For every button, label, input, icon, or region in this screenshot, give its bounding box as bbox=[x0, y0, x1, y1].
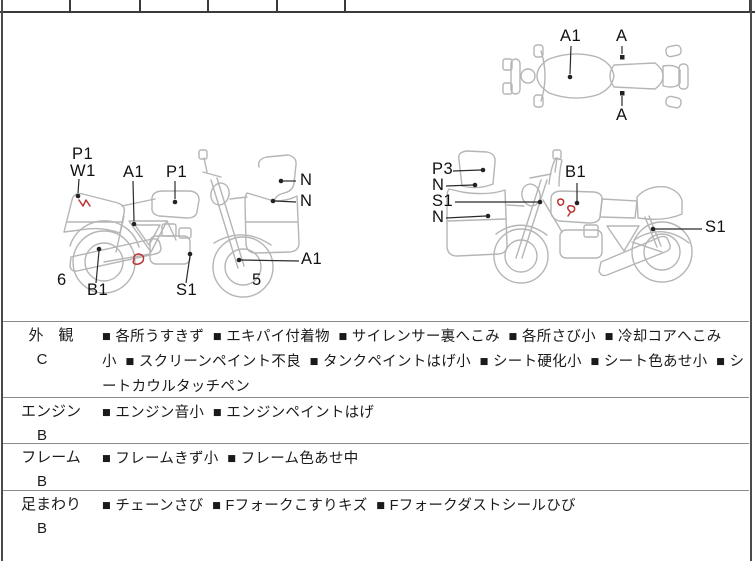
condition-category: エンジン bbox=[20, 403, 81, 420]
diagram-label-N: N bbox=[432, 208, 445, 226]
top-view bbox=[502, 44, 689, 109]
condition-items: ■ エンジン音小 ■ エンジンペイントはげ bbox=[102, 405, 375, 421]
condition-category: 外 観 bbox=[28, 327, 74, 344]
row-separator bbox=[3, 443, 749, 444]
diagram-label-N: N bbox=[432, 176, 445, 194]
diagram-label-N: N bbox=[300, 192, 313, 210]
diagram-label-S1: S1 bbox=[432, 192, 454, 210]
row-separator bbox=[3, 490, 749, 491]
condition-row-3: フレーム B ■ フレームきず小 ■ フレーム色あせ中 bbox=[2, 444, 751, 490]
diagram-label-A: A bbox=[616, 106, 628, 124]
sheet-right-border bbox=[750, 0, 752, 561]
condition-row-1: 外 観 C ■ 各所うすきず ■ エキパイ付着物 ■ サイレンサー裏へこみ ■ 各所… bbox=[2, 322, 751, 397]
condition-category: 足まわり bbox=[20, 496, 81, 513]
leader-dots bbox=[75, 55, 656, 263]
condition-grade: C bbox=[36, 351, 48, 368]
condition-grade: B bbox=[36, 427, 47, 444]
diagram-label-B1: B1 bbox=[565, 163, 587, 181]
cell-divider bbox=[207, 0, 209, 11]
diagram-label-S1: S1 bbox=[176, 281, 198, 299]
diagram-label-6: 6 bbox=[57, 271, 67, 289]
condition-row-4: 足まわり B ■ チェーンさび ■ Fフォークこすりキズ ■ Fフォークダストシール… bbox=[2, 491, 751, 561]
diagram-label-A1: A1 bbox=[560, 27, 582, 45]
condition-items: ■ フレームきず小 ■ フレーム色あせ中 bbox=[102, 451, 359, 467]
diagram-label-5: 5 bbox=[252, 271, 262, 289]
diagram-label-N: N bbox=[300, 171, 313, 189]
left-side-view bbox=[63, 149, 300, 298]
diagram-label-P1: P1 bbox=[166, 163, 188, 181]
cell-divider bbox=[69, 0, 71, 11]
damage-marks-red bbox=[78, 198, 576, 265]
leader-lines bbox=[77, 45, 702, 284]
diagram-label-A1: A1 bbox=[123, 163, 145, 181]
diagram-label-S1: S1 bbox=[705, 218, 727, 236]
diagram-label-A: A bbox=[616, 27, 628, 45]
motorcycle-line-art bbox=[63, 44, 702, 298]
condition-grade: B bbox=[36, 473, 47, 490]
row-separator bbox=[3, 321, 749, 322]
diagram-label-B1: B1 bbox=[87, 281, 109, 299]
cutoff-header-row bbox=[0, 0, 755, 11]
condition-items: ■ チェーンさび ■ Fフォークこすりキズ ■ Fフォークダストシールひび bbox=[102, 498, 576, 514]
cell-divider bbox=[139, 0, 141, 11]
condition-grade: B bbox=[36, 520, 47, 537]
row-separator bbox=[3, 397, 749, 398]
diagram-label-W1: W1 bbox=[70, 162, 96, 180]
diagram-label-P1: P1 bbox=[72, 145, 94, 163]
cell-divider bbox=[344, 0, 346, 11]
condition-items: ■ 各所うすきず ■ エキパイ付着物 ■ サイレンサー裏へこみ ■ 各所さび小 … bbox=[102, 329, 745, 395]
diagram-box-top-border bbox=[0, 11, 755, 13]
right-side-view bbox=[446, 149, 693, 284]
condition-row-2: エンジン B ■ エンジン音小 ■ エンジンペイントはげ bbox=[2, 398, 751, 444]
diagram-label-P3: P3 bbox=[432, 160, 454, 178]
cell-divider bbox=[276, 0, 278, 11]
sheet-left-border bbox=[1, 0, 3, 561]
diagram-label-A1: A1 bbox=[301, 250, 323, 268]
condition-category: フレーム bbox=[21, 449, 81, 466]
